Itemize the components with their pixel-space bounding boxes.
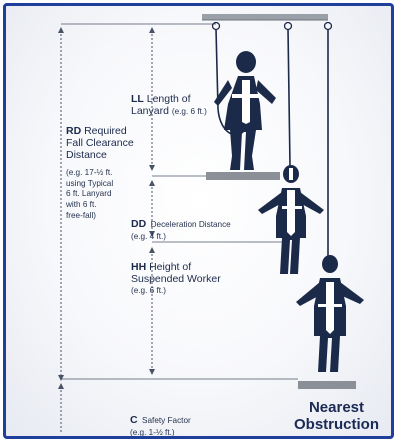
work-platform xyxy=(206,172,280,180)
rd-note-line: 6 ft. Lanyard xyxy=(66,189,112,199)
rd-note-line: (e.g. 17-½ ft. xyxy=(66,168,113,177)
obstruction-surface xyxy=(298,381,356,389)
rd-note-line: using Typical xyxy=(66,178,114,188)
c-label: C Safety Factor (e.g. 1-½ ft.) xyxy=(130,410,191,437)
ll-abbr: LL xyxy=(131,93,144,105)
worker-suspended-icon xyxy=(296,255,364,372)
worker-falling-icon xyxy=(258,165,324,274)
rd-note: (e.g. 17-½ ft. using Typical 6 ft. Lanya… xyxy=(66,168,113,221)
ll-note: (e.g. 6 ft.) xyxy=(171,106,207,116)
c-abbr: C xyxy=(130,414,138,426)
rd-title: Required xyxy=(84,125,127,137)
dd-abbr: DD xyxy=(131,218,147,230)
c-note: (e.g. 1-½ ft.) xyxy=(130,427,175,437)
dd-title: Deceleration Distance xyxy=(150,220,231,229)
dd-label: DD Deceleration Distance (e.g. 4 ft.) xyxy=(131,214,231,241)
fall-clearance-diagram xyxy=(58,14,364,434)
hh-abbr: HH xyxy=(131,261,147,273)
nearest-obstruction-label: Nearest Obstruction xyxy=(294,399,379,434)
rd-label: RD Required Fall Clearance Distance xyxy=(66,125,134,161)
worker-standing-icon xyxy=(214,51,276,170)
rd-abbr: RD xyxy=(66,125,82,137)
ll-title-line2: Lanyard xyxy=(131,104,169,117)
hh-title-line2: Suspended Worker xyxy=(131,272,221,285)
diagram-frame: RD Required Fall Clearance Distance (e.g… xyxy=(3,3,394,439)
dimension-lines xyxy=(58,23,298,434)
obstruction-line1: Nearest xyxy=(308,399,365,416)
rd-note-line: free-fall) xyxy=(66,210,97,220)
rd-note-line: with 6 ft. xyxy=(66,199,97,209)
ll-title: Length of xyxy=(146,93,191,105)
rd-title-line2: Fall Clearance xyxy=(66,136,134,149)
obstruction-line2: Obstruction xyxy=(294,416,379,434)
hh-title: Height of xyxy=(149,261,192,273)
c-title: Safety Factor xyxy=(142,416,191,425)
anchor-beam-icon xyxy=(202,14,328,21)
hh-note: (e.g. 6 ft.) xyxy=(131,285,167,295)
hh-label: HH Height of Suspended Worker (e.g. 6 ft… xyxy=(131,261,221,295)
ll-label: LL Length of Lanyard (e.g. 6 ft.) xyxy=(131,93,207,118)
rd-title-line3: Distance xyxy=(66,148,107,161)
dd-note: (e.g. 4 ft.) xyxy=(131,231,167,241)
